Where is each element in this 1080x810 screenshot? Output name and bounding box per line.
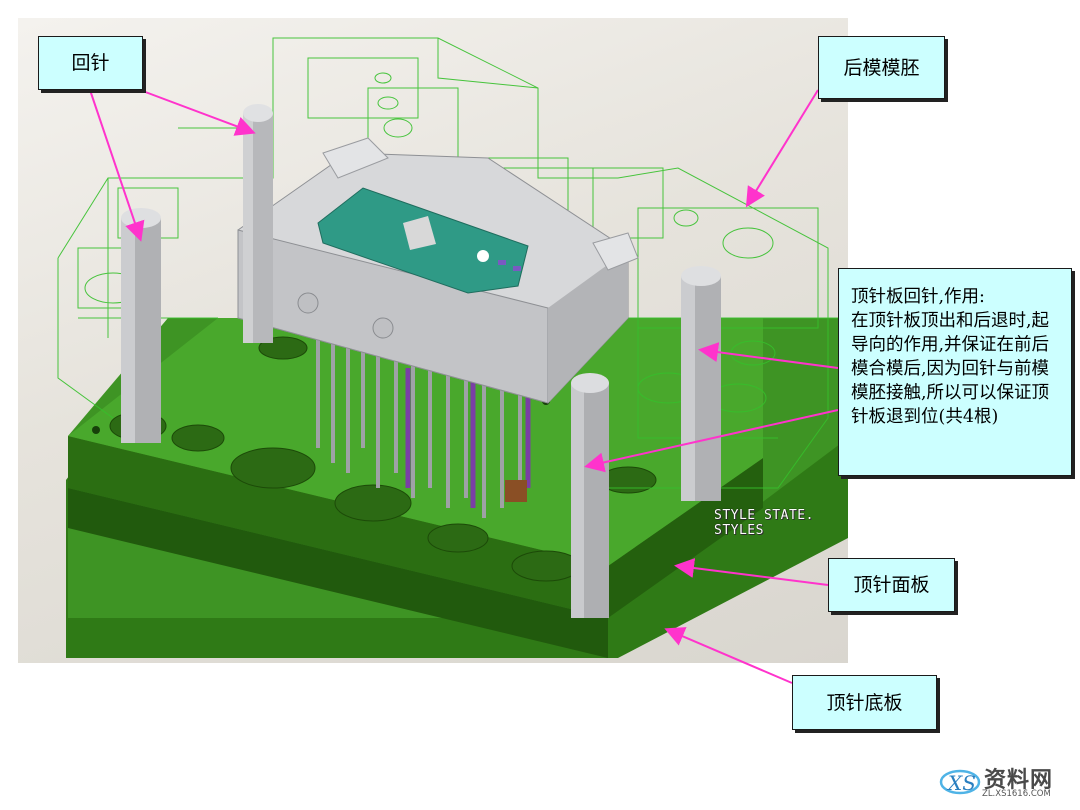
arrow-ejector-face-plate: [674, 558, 829, 586]
arrow-return-pin-front: [89, 89, 145, 242]
watermark-logo-icon: XS: [939, 769, 981, 795]
arrow-return-pin-back: [139, 89, 256, 136]
arrow-ejector-bottom-plate: [664, 627, 793, 684]
watermark: XS 资料网 ZL.XS1616.COM: [938, 762, 1070, 802]
arrow-ejector-return-pin-front: [584, 409, 839, 473]
label-ejector-face-plate: 顶针面板: [828, 558, 955, 612]
label-ejector-return-pin-description: 顶针板回针,作用: 在顶针板顶出和后退时,起导向的作用,并保证在前后模合模后,因…: [838, 268, 1072, 476]
svg-text:XS: XS: [946, 771, 976, 795]
pcb-part: [317, 187, 529, 294]
return-pins: [121, 104, 721, 618]
cad-style-state-text: STYLE STATE. STYLES: [714, 508, 814, 538]
mold-3d-render: STYLE STATE. STYLES: [18, 18, 848, 663]
mold-assembly-drawing: [57, 37, 848, 658]
label-rear-mold-blank: 后模模胚: [818, 36, 945, 99]
ejector-pins: [316, 318, 531, 518]
watermark-name: 资料网: [984, 768, 1054, 793]
watermark-site: ZL.XS1616.COM: [982, 789, 1051, 799]
arrow-ejector-return-pin-right: [698, 342, 839, 369]
arrow-rear-mold-blank: [745, 89, 819, 208]
label-ejector-bottom-plate: 顶针底板: [792, 675, 937, 730]
label-return-pin: 回针: [38, 36, 143, 90]
